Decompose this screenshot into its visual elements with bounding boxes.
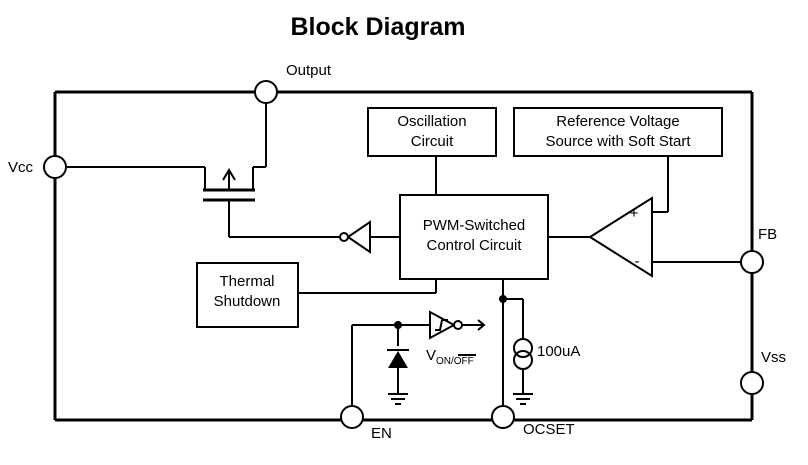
pin-output-label: Output	[286, 62, 332, 79]
power-mosfet	[67, 103, 340, 238]
reference-voltage-block: Reference Voltage Source with Soft Start	[513, 107, 723, 213]
pin-vss-label: Vss	[761, 349, 786, 366]
oscillation-circuit-block: Oscillation Circuit	[367, 107, 497, 195]
pin-en: EN	[340, 405, 392, 442]
reference-label-2: Source with Soft Start	[545, 133, 691, 150]
pwm-control-block: PWM-Switched Control Circuit	[399, 194, 549, 280]
pin-fb: FB	[740, 226, 777, 274]
pin-vcc: Vcc	[8, 155, 67, 179]
gate-driver-inverter	[339, 220, 400, 254]
opamp-plus-label: +	[630, 205, 639, 222]
pwm-label-1: PWM-Switched	[423, 217, 526, 234]
pin-fb-label: FB	[758, 226, 777, 243]
von-off-subscript: ON/OFF	[436, 356, 474, 367]
error-amplifier: + -	[548, 196, 740, 278]
oscillation-label-2: Circuit	[411, 133, 454, 150]
ocset-circuit: 100uA	[499, 279, 580, 408]
thermal-label-2: Shutdown	[214, 293, 281, 310]
pin-output: Output	[254, 62, 332, 104]
diagram-title: Block Diagram	[290, 13, 465, 41]
pin-en-label: EN	[371, 425, 392, 442]
pin-ocset: OCSET	[491, 405, 575, 438]
pwm-label-2: Control Circuit	[426, 237, 522, 254]
opamp-minus-label: -	[635, 253, 640, 270]
pin-ocset-label: OCSET	[523, 421, 575, 438]
von-off-label: V	[426, 347, 436, 364]
enable-circuit: V ON/OFF	[351, 310, 486, 408]
reference-label-1: Reference Voltage	[556, 113, 679, 130]
thermal-shutdown-block: Thermal Shutdown	[196, 262, 437, 328]
pin-vss: Vss	[740, 349, 786, 395]
thermal-label-1: Thermal	[219, 273, 274, 290]
current-source-label: 100uA	[537, 343, 580, 360]
oscillation-label-1: Oscillation	[397, 113, 466, 130]
pin-vcc-label: Vcc	[8, 159, 34, 176]
